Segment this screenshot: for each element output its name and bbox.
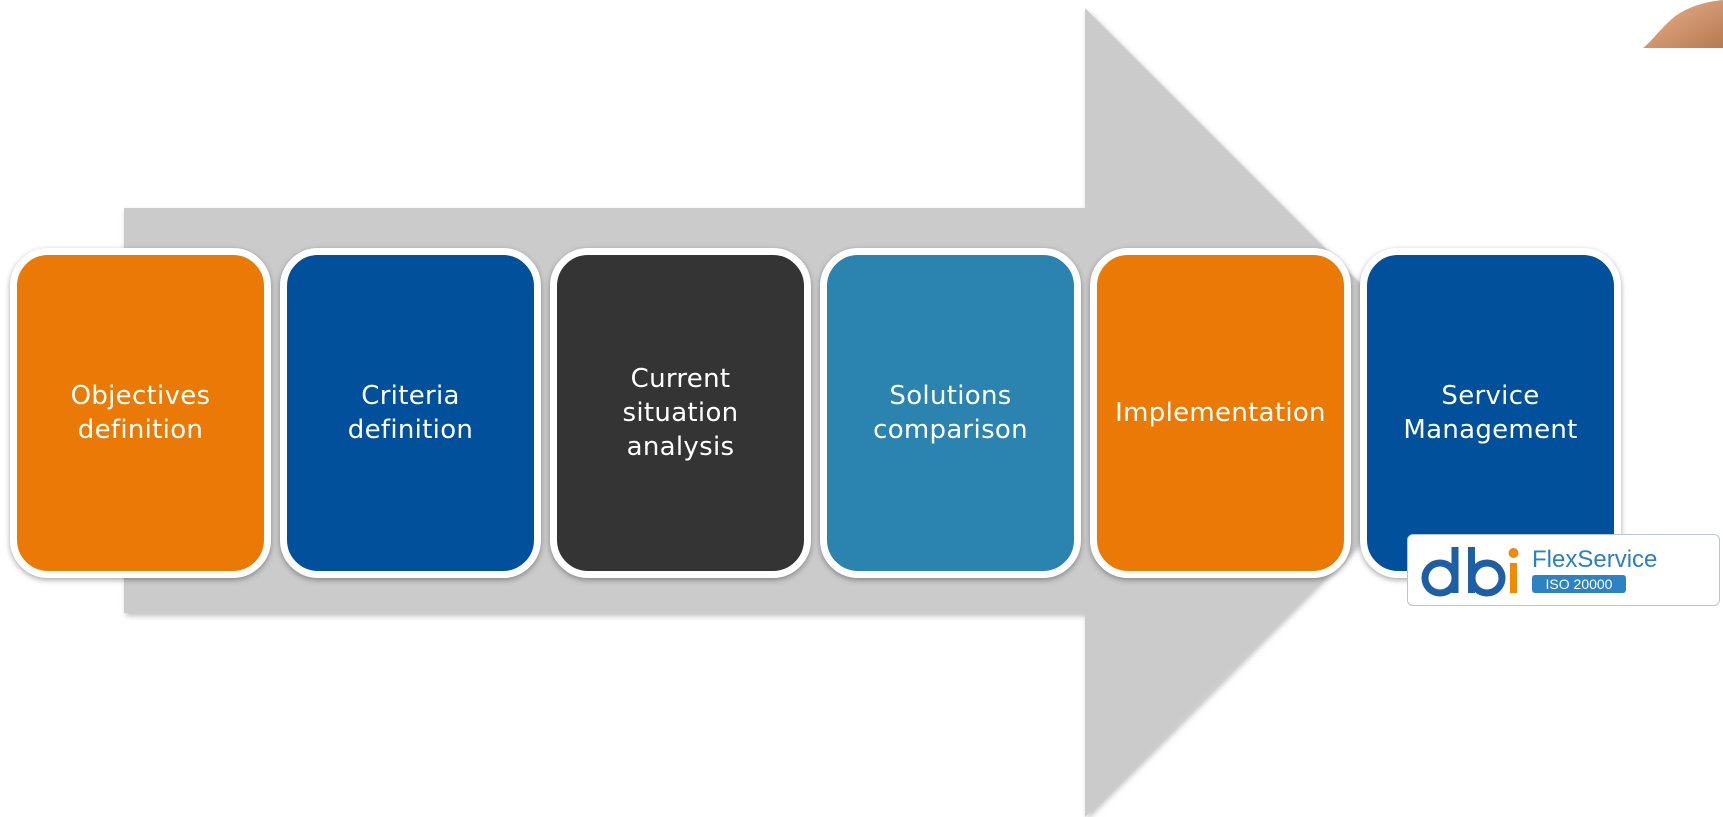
logo-wordmark-dbi <box>1421 547 1519 597</box>
step-label: Objectives definition <box>70 381 211 445</box>
logo-product-name: FlexService <box>1532 546 1657 573</box>
step-current-situation-analysis: Current situation analysis <box>550 248 811 578</box>
logo-iso-label: ISO 20000 <box>1546 576 1613 592</box>
logo-iso-badge <box>1532 575 1626 593</box>
step-objectives-definition: Objectives definition <box>10 248 271 578</box>
corner-photo <box>1643 0 1723 48</box>
step-label: Service Management <box>1403 381 1578 445</box>
step-implementation: Implementation <box>1090 248 1351 578</box>
step-label: Current situation analysis <box>622 364 739 462</box>
dbi-flexservice-logo: FlexService ISO 20000 <box>1407 534 1720 606</box>
step-solutions-comparison: Solutions comparison <box>820 248 1081 578</box>
logo-graphic: FlexService ISO 20000 <box>1421 546 1657 597</box>
step-criteria-definition: Criteria definition <box>280 248 541 578</box>
step-service-management: Service Management <box>1360 248 1621 578</box>
step-label: Solutions comparison <box>873 381 1028 445</box>
step-label: Implementation <box>1115 398 1326 428</box>
step-label: Criteria definition <box>347 381 474 445</box>
